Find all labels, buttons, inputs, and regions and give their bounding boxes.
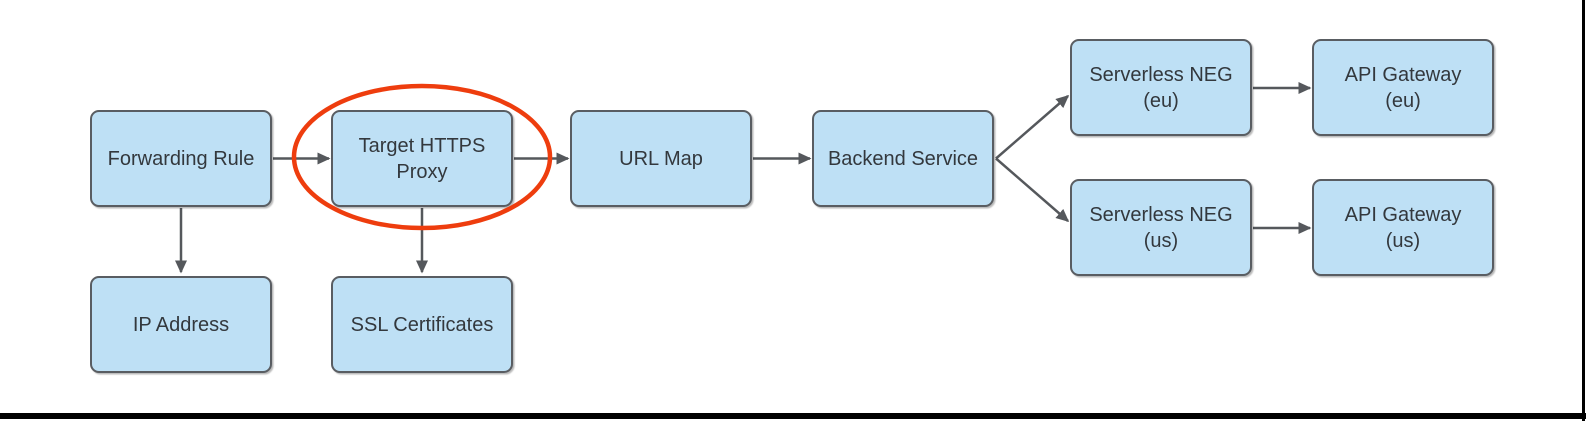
edge-backend-service-to-serverless-neg-eu <box>995 95 1070 160</box>
node-api-gateway-eu: API Gateway (eu) <box>1312 39 1494 136</box>
node-label: Target HTTPS Proxy <box>358 134 486 183</box>
node-label: API Gateway (us) <box>1344 203 1462 252</box>
node-backend-service: Backend Service <box>812 110 994 207</box>
page-border-right <box>1582 0 1585 421</box>
node-label: Serverless NEG (us) <box>1089 203 1233 252</box>
node-ssl-certificates: SSL Certificates <box>331 276 513 373</box>
node-forwarding-rule: Forwarding Rule <box>90 110 272 207</box>
node-api-gateway-us: API Gateway (us) <box>1312 179 1494 276</box>
node-url-map: URL Map <box>570 110 752 207</box>
node-label: Forwarding Rule <box>107 147 255 170</box>
node-serverless-neg-eu: Serverless NEG (eu) <box>1070 39 1252 136</box>
node-label: URL Map <box>619 147 703 170</box>
node-label: IP Address <box>132 313 230 336</box>
node-ip-address: IP Address <box>90 276 272 373</box>
node-label: SSL Certificates <box>350 313 494 336</box>
node-label: API Gateway (eu) <box>1344 63 1462 112</box>
node-label: Serverless NEG (eu) <box>1089 63 1233 112</box>
node-target-https-proxy: Target HTTPS Proxy <box>331 110 513 207</box>
page-border-bottom <box>0 413 1586 419</box>
node-serverless-neg-us: Serverless NEG (us) <box>1070 179 1252 276</box>
edge-backend-service-to-serverless-neg-us <box>995 157 1070 222</box>
node-label: Backend Service <box>827 147 979 170</box>
